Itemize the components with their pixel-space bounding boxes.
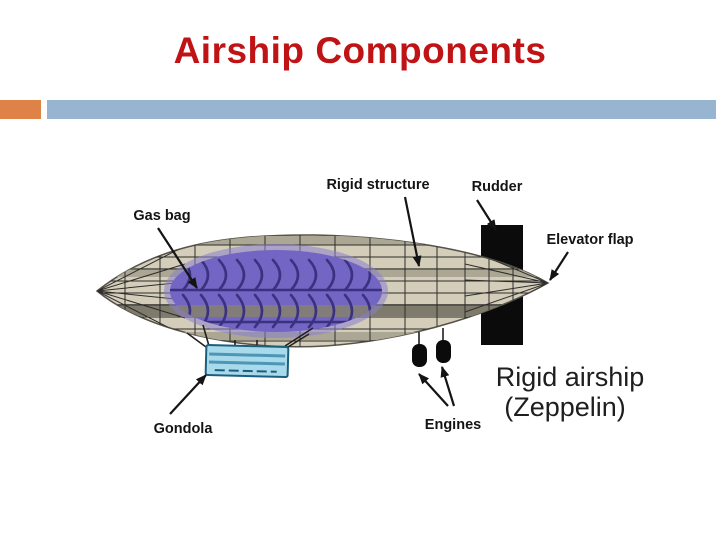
gondola-windows — [208, 352, 286, 366]
gondola — [204, 343, 290, 379]
label-rudder: Rudder — [472, 179, 523, 195]
label-rigid-structure: Rigid structure — [326, 177, 429, 193]
airship-diagram: Gas bag Rigid structure Rudder Elevator … — [95, 177, 645, 437]
arrow-gas-bag — [157, 227, 198, 289]
engine-pod-right — [436, 340, 451, 363]
accent-bar-orange — [0, 100, 41, 119]
hull-stripe — [97, 236, 548, 245]
gas-bag-ribs-lower — [181, 293, 372, 329]
caption-line1: Rigid airship — [496, 362, 645, 392]
arrow-rudder — [476, 199, 497, 231]
engine-struts — [418, 328, 444, 345]
gas-bag-longitudinal-lines — [170, 288, 382, 324]
tail-cone-lines — [464, 247, 548, 329]
gondola-lower-stripe — [214, 369, 277, 373]
engine-pod-left — [412, 344, 427, 367]
label-engines: Engines — [425, 417, 481, 433]
arrow-engine-left — [418, 373, 449, 407]
hull-stripe — [97, 332, 548, 340]
label-gondola: Gondola — [154, 421, 214, 437]
arrow-gondola — [169, 374, 207, 415]
nose-spokes — [97, 245, 186, 337]
label-elevator-flap: Elevator flap — [546, 232, 633, 248]
label-gas-bag: Gas bag — [133, 208, 190, 224]
caption-line2: (Zeppelin) — [504, 392, 626, 422]
arrow-elevator-flap — [549, 251, 569, 281]
gondola-struts — [186, 324, 314, 348]
accent-bar-blue — [47, 100, 716, 119]
arrow-engine-right — [440, 366, 456, 407]
arrow-rigid-structure — [403, 196, 422, 267]
slide-title: Airship Components — [173, 30, 547, 71]
gas-bag-keel-band — [170, 305, 382, 317]
gas-bag-ribs-upper — [181, 258, 372, 292]
